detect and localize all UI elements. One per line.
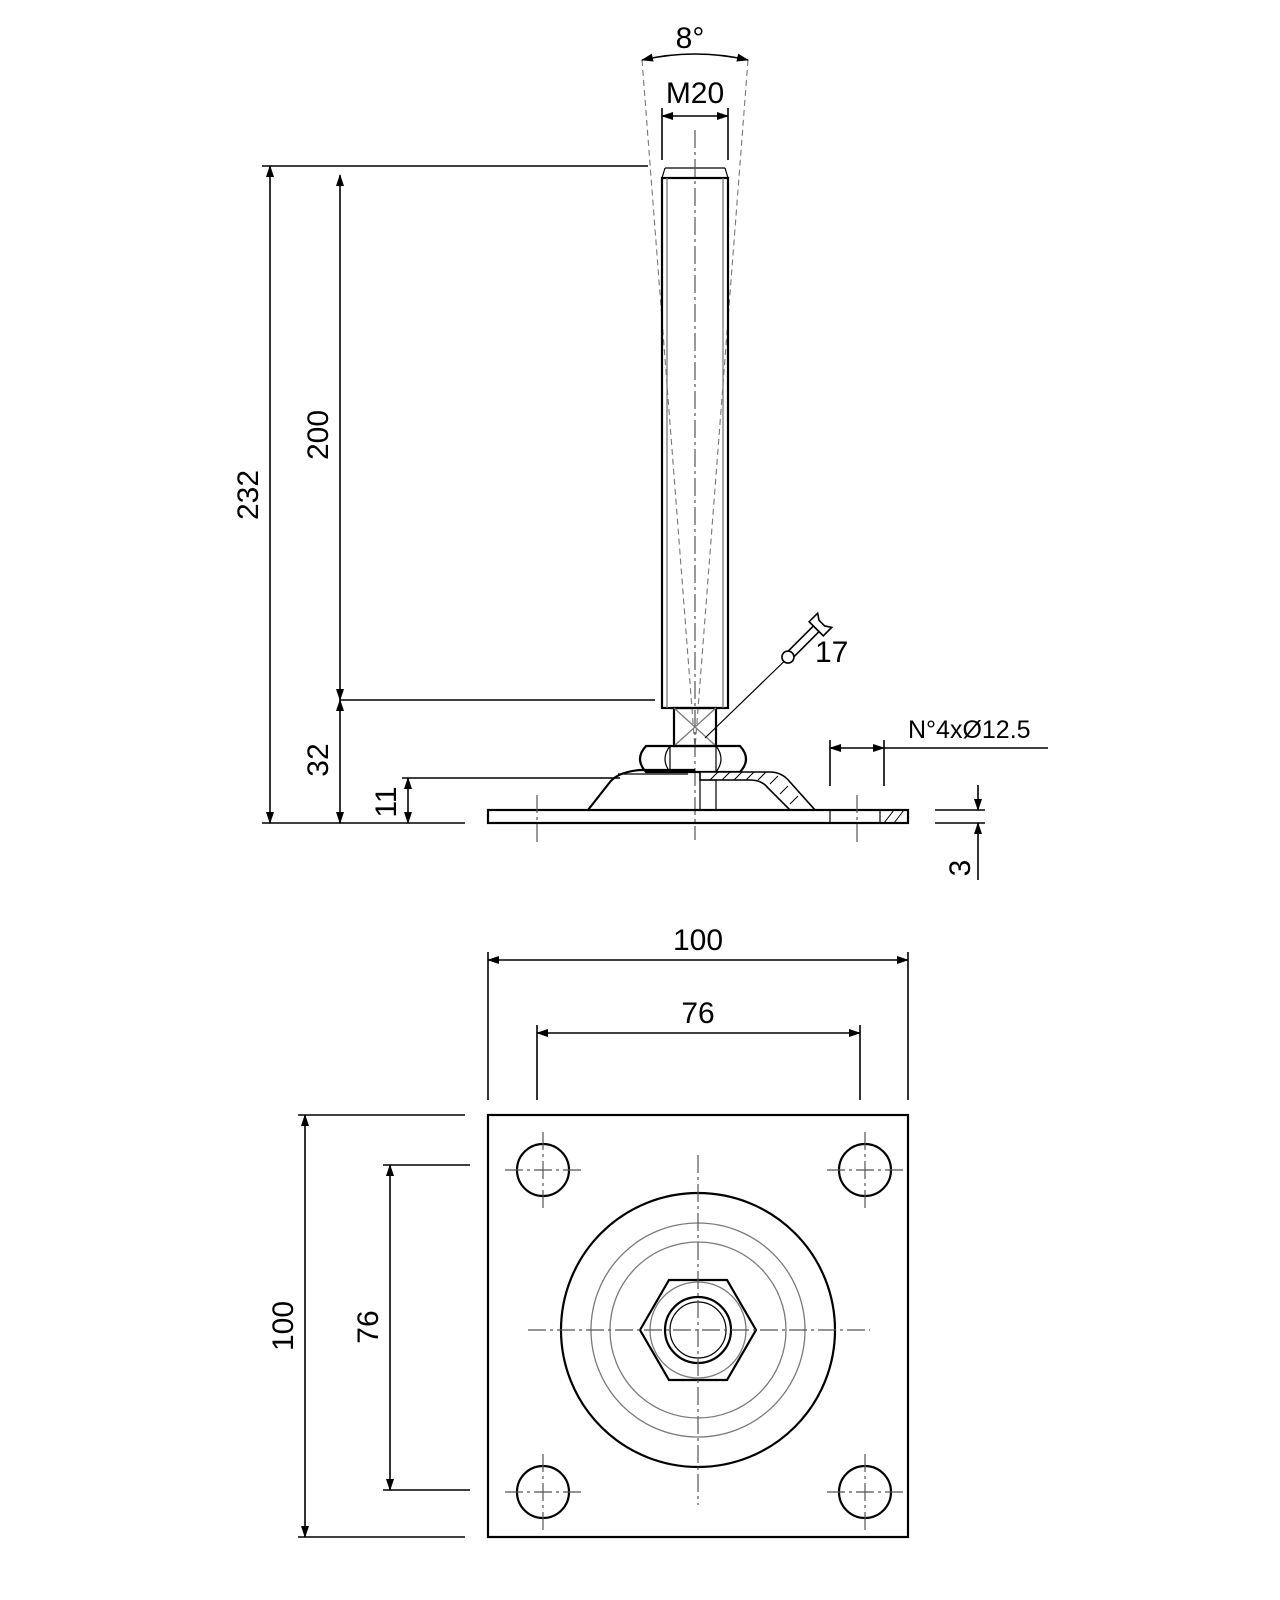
plate-width-label: 100 bbox=[673, 924, 723, 957]
holes-label: N°4xØ12.5 bbox=[908, 716, 1031, 744]
domed-base bbox=[587, 768, 817, 811]
base-section-hatch-area bbox=[699, 771, 817, 811]
top-view: 100 76 100 76 bbox=[267, 924, 910, 1539]
plate-height-label: 100 bbox=[267, 1301, 300, 1351]
wrench-flats bbox=[672, 647, 799, 748]
thread-label: M20 bbox=[666, 77, 724, 110]
dome-height-label: 11 bbox=[370, 786, 403, 817]
mounting-holes bbox=[505, 1132, 903, 1530]
holes-dimension bbox=[829, 740, 1048, 786]
height-dimensions bbox=[262, 165, 655, 824]
thickness-label: 3 bbox=[944, 860, 977, 877]
base-plate bbox=[486, 795, 910, 842]
wrench-icon bbox=[781, 611, 834, 664]
threaded-stem bbox=[660, 130, 730, 840]
height-dimensions-top bbox=[298, 1114, 470, 1538]
thickness-dimension bbox=[935, 785, 985, 880]
width-dimensions bbox=[487, 952, 909, 1100]
hole-spacing-y-label: 76 bbox=[352, 1310, 385, 1343]
tilt-cone bbox=[641, 53, 749, 749]
hex-nut bbox=[638, 744, 748, 774]
base-height-label: 32 bbox=[302, 743, 335, 776]
side-view: 8° M20 17 bbox=[232, 22, 1048, 880]
overall-height-label: 232 bbox=[232, 470, 265, 520]
thread-dimension bbox=[661, 108, 729, 160]
angle-label: 8° bbox=[676, 22, 705, 55]
wrench-size-label: 17 bbox=[815, 636, 848, 669]
base-circles bbox=[528, 1155, 870, 1505]
stem-height-label: 200 bbox=[302, 410, 335, 460]
hole-spacing-x-label: 76 bbox=[681, 997, 714, 1030]
plate-outline bbox=[486, 1113, 910, 1539]
